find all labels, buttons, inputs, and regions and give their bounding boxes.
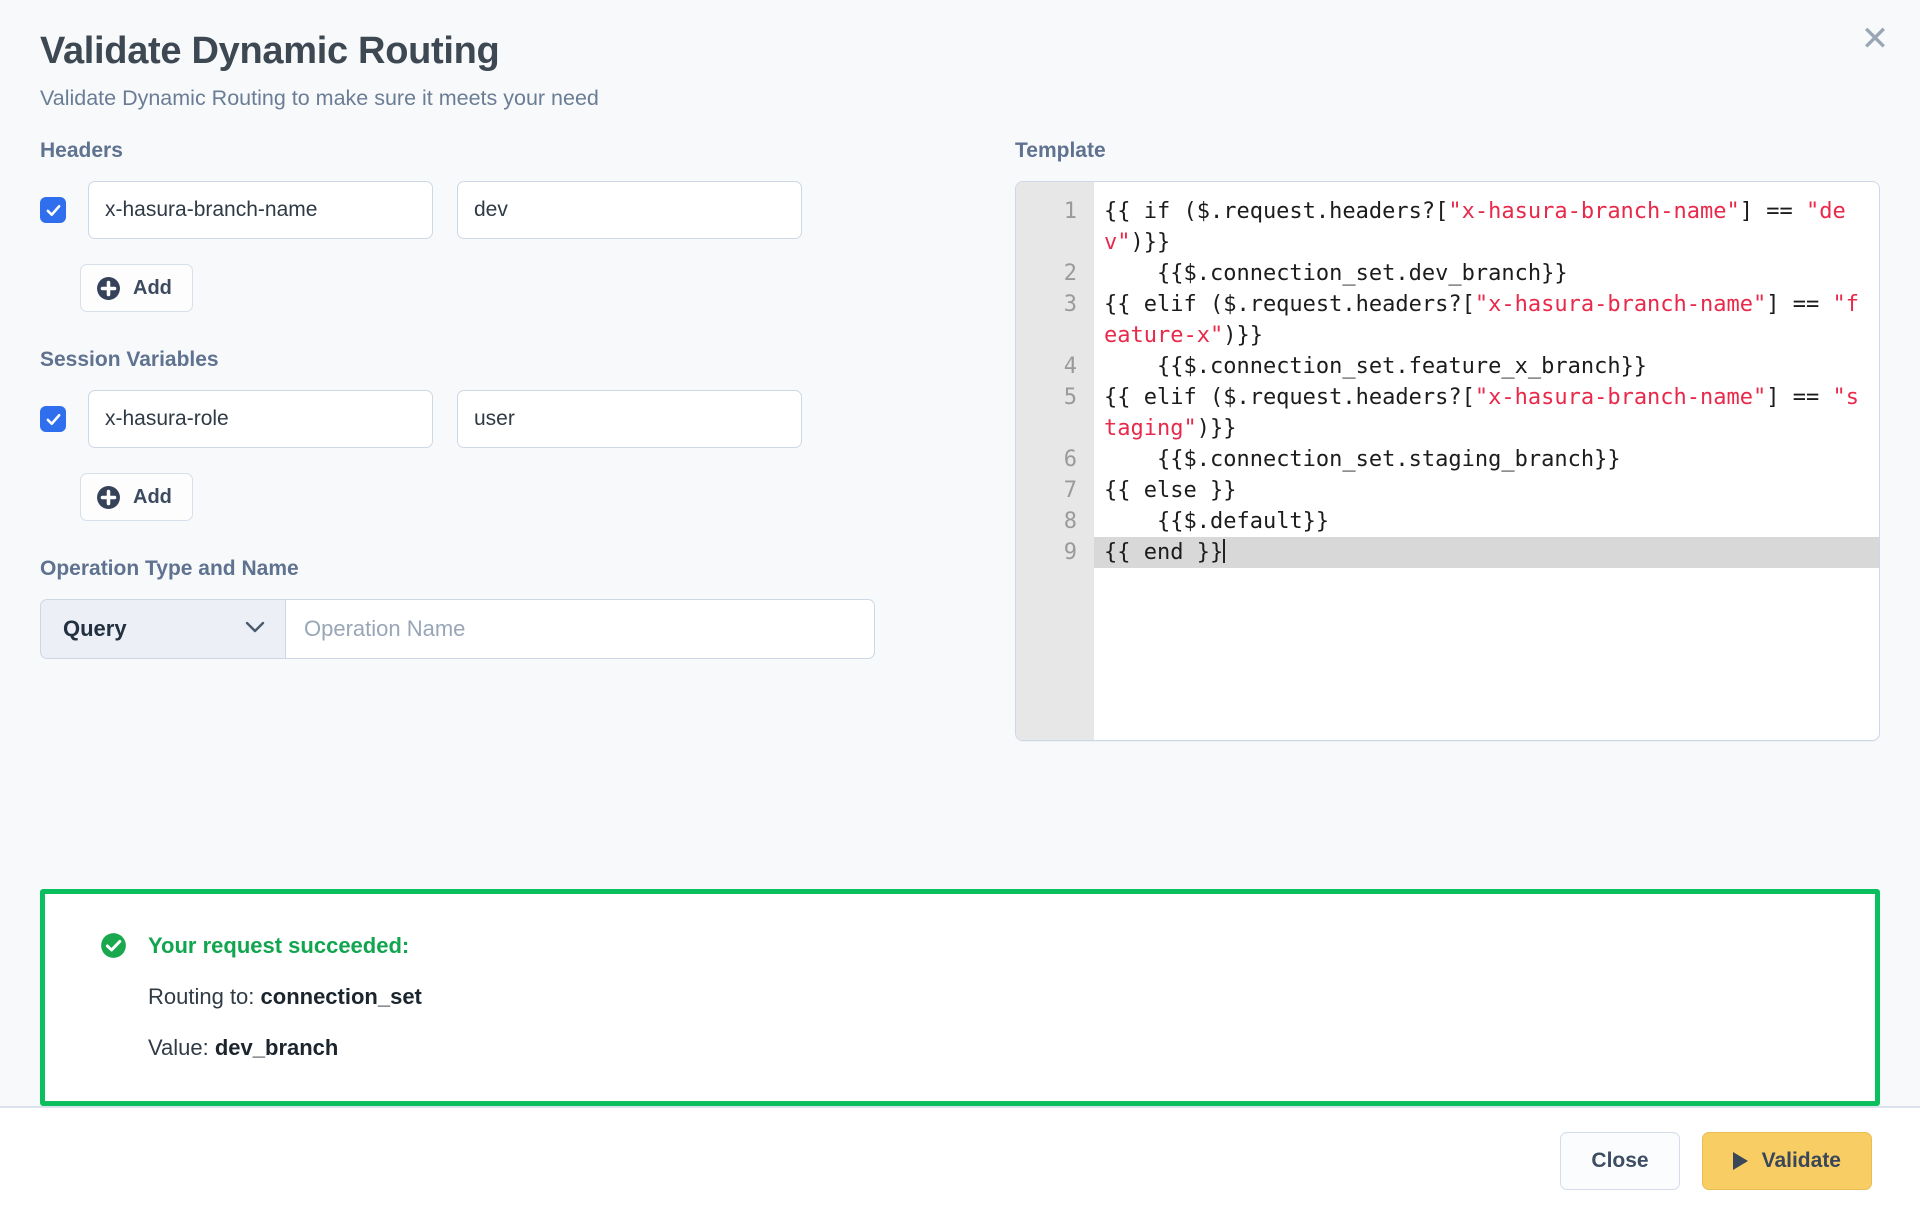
code-token: {{ end }} [1104,540,1224,565]
chevron-down-icon [245,619,265,639]
code-token: ] == [1766,385,1833,410]
header-key-input[interactable] [88,181,433,239]
template-column: Template 1 2 3 4 5 6 7 8 9 {{ if ($.request.head… [1015,139,1880,741]
validate-label: Validate [1761,1149,1841,1172]
editor-line-number: 9 [1063,540,1077,565]
header-value-input[interactable] [457,181,802,239]
editor-line-number: 4 [1063,354,1077,379]
operation-type-value: Query [63,616,127,641]
editor-code-line[interactable]: {{ elif ($.request.headers?["x-hasura-br… [1094,289,1879,351]
code-string: "x-hasura-branch-name" [1474,292,1767,317]
editor-line-number: 5 [1063,385,1077,410]
code-token: ] == [1766,292,1833,317]
editor-code-line[interactable]: {{ else }} [1094,475,1879,506]
code-token: {{ else }} [1104,478,1237,503]
editor-line-number: 7 [1063,478,1077,503]
editor-code-line[interactable]: {{$.connection_set.dev_branch}} [1094,258,1879,289]
code-token: {{$.connection_set.dev_branch}} [1104,261,1568,286]
session-section-label: Session Variables [40,348,219,371]
value-label: Value: [148,1035,215,1060]
play-icon [1732,1152,1748,1170]
dialog-header: Validate Dynamic Routing Validate Dynami… [0,0,1920,111]
code-token: {{ elif ($.request.headers?[ [1104,385,1475,410]
editor-line-number: 6 [1063,447,1077,472]
session-value-input[interactable] [457,390,802,448]
editor-code-line[interactable]: {{$.connection_set.staging_branch}} [1094,444,1879,475]
add-header-label: Add [133,276,172,299]
operation-row: Query [40,599,975,659]
add-header-button[interactable]: Add [80,264,193,312]
routing-to-label: Routing to: [148,984,261,1009]
editor-code-line[interactable]: {{ end }} [1094,537,1879,568]
code-string: "staging" [1104,385,1860,441]
add-session-variable-label: Add [133,485,172,508]
session-key-input[interactable] [88,390,433,448]
value-line: Value: dev_branch [45,1035,1875,1061]
routing-to-value: connection_set [260,984,422,1009]
page-title: Validate Dynamic Routing [40,30,500,72]
plus-circle-icon [97,276,120,300]
add-session-variable-button[interactable]: Add [80,473,193,521]
template-section-label: Template [1015,139,1106,162]
code-token: {{ if ($.request.headers?[ [1104,199,1449,224]
editor-code-line[interactable]: {{ elif ($.request.headers?["x-hasura-br… [1094,382,1879,444]
operation-type-select[interactable]: Query [40,599,285,659]
status-badge: Your request succeeded: [148,932,410,958]
close-icon[interactable]: ✕ [1854,18,1896,60]
check-icon [46,204,60,216]
routing-to-line: Routing to: connection_set [45,984,1875,1010]
editor-line-number: 8 [1063,509,1077,534]
code-token: {{$.connection_set.staging_branch}} [1104,447,1621,472]
code-token: {{ elif ($.request.headers?[ [1104,292,1475,317]
editor-code-area[interactable]: {{ if ($.request.headers?["x-hasura-bran… [1094,182,1879,740]
editor-line-numbers: 1 2 3 4 5 6 7 8 9 [1016,182,1094,740]
dialog-body: Headers Add Session Variables [0,111,1920,851]
status-row: Your request succeeded: [45,932,1875,959]
code-token: )}} [1130,230,1171,255]
success-banner: Your request succeeded: Routing to: conn… [40,889,1880,1106]
value-value: dev_branch [214,1035,339,1060]
editor-code-line[interactable]: {{$.connection_set.feature_x_branch}} [1094,351,1879,382]
validate-button[interactable]: Validate [1701,1132,1872,1190]
session-variable-row [40,390,975,448]
editor-line-number: 2 [1063,261,1077,286]
editor-line-number: 3 [1063,292,1077,317]
code-token: )}} [1223,323,1263,348]
header-row [40,181,975,239]
code-string: "dev" [1104,199,1846,255]
check-icon [46,413,60,425]
header-enabled-checkbox[interactable] [40,197,66,223]
code-string: "x-hasura-branch-name" [1474,385,1767,410]
close-button[interactable]: Close [1560,1132,1680,1190]
check-circle-icon [101,933,126,958]
result-banner-zone: Your request succeeded: Routing to: conn… [0,851,1920,1106]
editor-code-line[interactable]: {{ if ($.request.headers?["x-hasura-bran… [1094,196,1879,258]
editor-code-line[interactable]: {{$.default}} [1094,506,1879,537]
session-enabled-checkbox[interactable] [40,406,66,432]
code-string: "feature-x" [1104,292,1860,348]
editor-line-number: 1 [1063,199,1077,224]
code-token: {{$.connection_set.feature_x_branch}} [1104,354,1648,379]
form-column: Headers Add Session Variables [40,139,975,741]
code-string: "x-hasura-branch-name" [1448,199,1740,224]
dialog-footer: Close Validate [0,1106,1920,1214]
dialog-subtitle: Validate Dynamic Routing to make sure it… [40,86,599,110]
code-token: )}} [1196,416,1237,441]
code-token: ] == [1739,199,1807,224]
code-token: {{$.default}} [1104,509,1330,534]
operation-section-label: Operation Type and Name [40,557,299,580]
plus-circle-icon [97,485,120,509]
headers-section-label: Headers [40,139,123,162]
text-caret [1223,539,1226,563]
operation-name-input[interactable] [285,599,875,659]
